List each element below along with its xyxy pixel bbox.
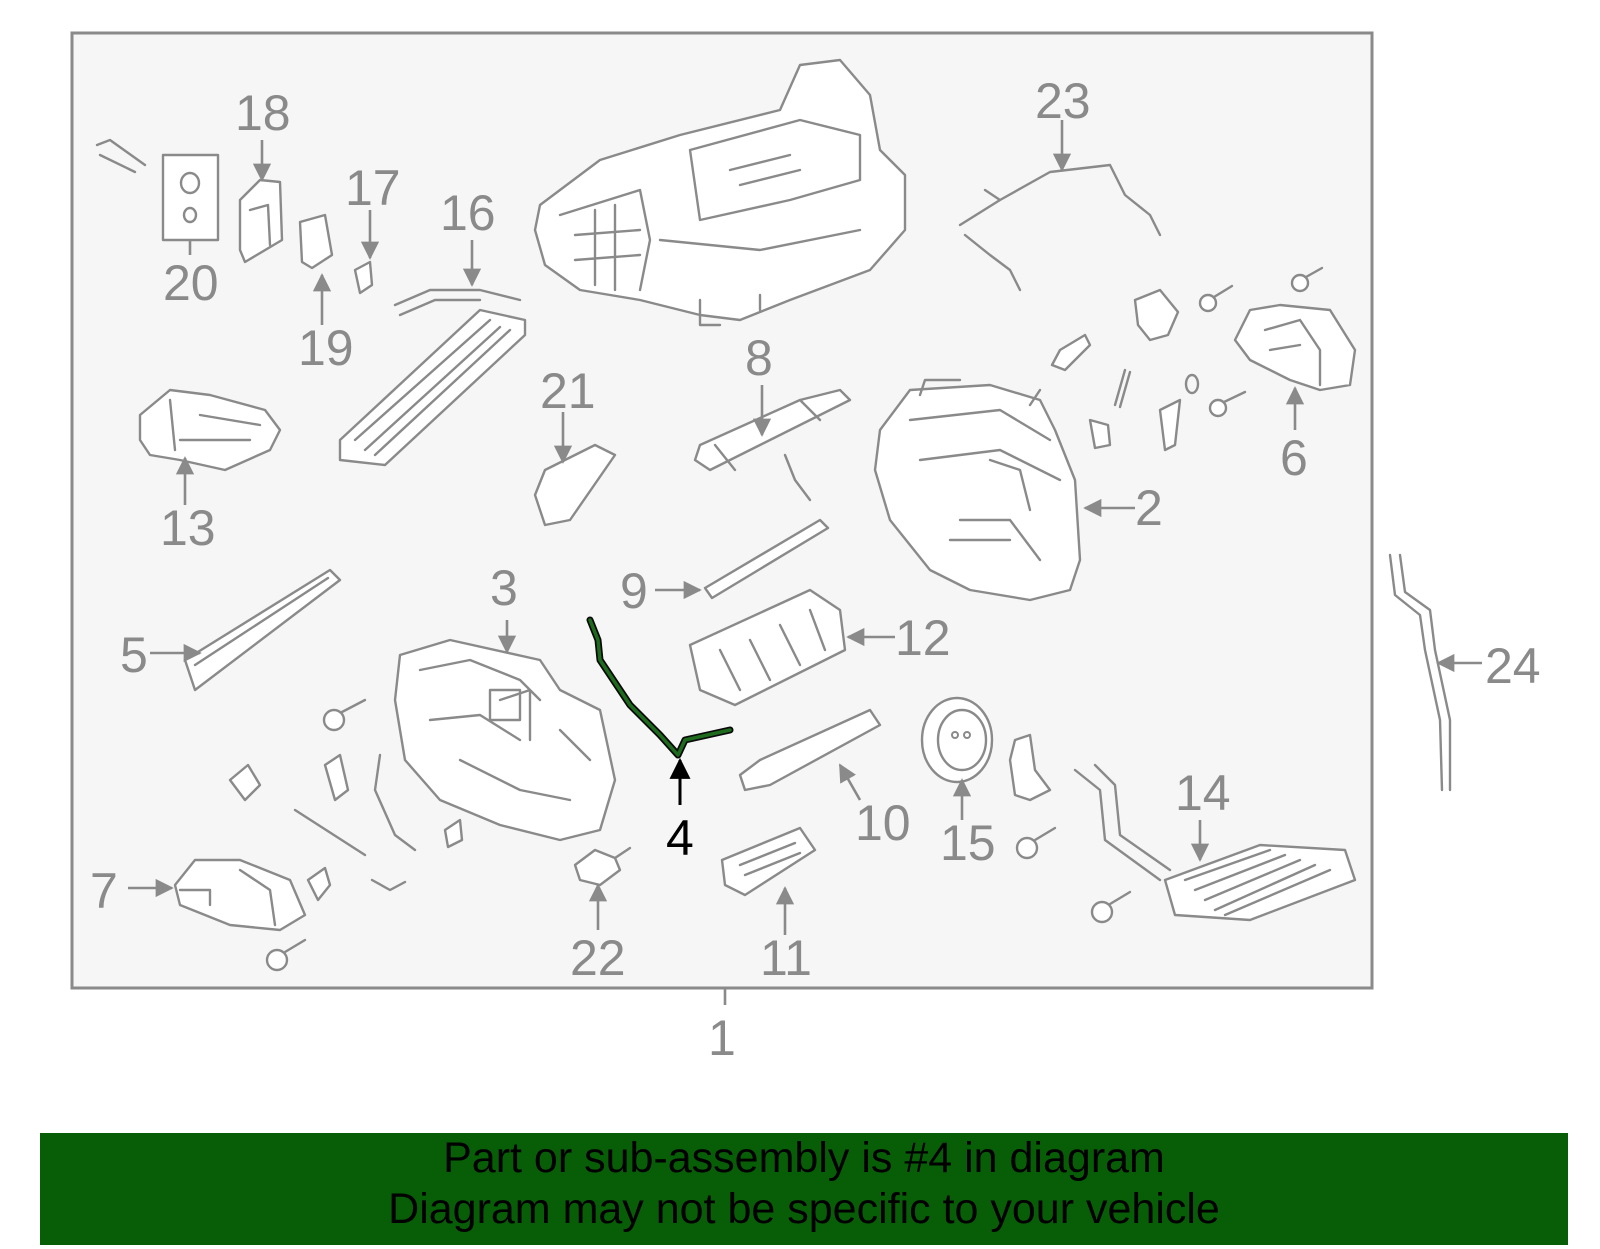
callout-15[interactable]: 15 xyxy=(940,815,996,871)
part-12-cover xyxy=(688,588,847,707)
callout-21[interactable]: 21 xyxy=(540,363,596,419)
callout-11[interactable]: 11 xyxy=(760,930,812,986)
callout-2[interactable]: 2 xyxy=(1135,480,1163,536)
part-9-seal xyxy=(703,518,830,600)
callout-8[interactable]: 8 xyxy=(745,330,773,386)
misc-fasteners xyxy=(228,266,1324,972)
callout-10[interactable]: 10 xyxy=(855,795,911,851)
callout-18[interactable]: 18 xyxy=(235,85,291,141)
part-11-vent xyxy=(720,826,817,897)
hvac-housing xyxy=(533,58,907,327)
callout-12[interactable]: 12 xyxy=(895,610,951,666)
callout-13[interactable]: 13 xyxy=(160,500,216,556)
banner-line-2: Diagram may not be specific to your vehi… xyxy=(388,1185,1220,1233)
callout-1[interactable]: 1 xyxy=(708,1010,736,1066)
banner-line-1: Part or sub-assembly is #4 in diagram xyxy=(443,1134,1165,1182)
part-17-clip xyxy=(353,260,374,295)
part-7-actuator xyxy=(173,858,307,932)
callout-17[interactable]: 17 xyxy=(345,160,401,216)
part-15-blower-motor xyxy=(920,696,994,784)
part-19-expansion-valve xyxy=(298,213,334,270)
part-21-duct xyxy=(533,443,617,527)
part-24-drain-hose xyxy=(1388,553,1452,792)
part-2-evaporator-case xyxy=(873,378,1082,602)
callout-19[interactable]: 19 xyxy=(298,320,354,376)
part-5-filter xyxy=(183,568,342,692)
callout-23[interactable]: 23 xyxy=(1035,73,1091,129)
callout-4[interactable]: 4 xyxy=(666,810,694,866)
callout-20[interactable]: 20 xyxy=(163,255,219,311)
callout-14[interactable]: 14 xyxy=(1175,765,1231,821)
callout-5[interactable]: 5 xyxy=(120,627,148,683)
part-13-duct xyxy=(138,388,282,472)
part-22-sensor xyxy=(573,846,632,887)
info-banner: Part or sub-assembly is #4 in diagram Di… xyxy=(40,1133,1568,1245)
callout-9[interactable]: 9 xyxy=(620,563,648,619)
callout-24[interactable]: 24 xyxy=(1485,638,1541,694)
part-14-heater-core xyxy=(1073,763,1357,922)
parts-diagram: 1 2 3 4 5 6 xyxy=(70,31,1541,1066)
callout-3[interactable]: 3 xyxy=(490,560,518,616)
part-10-bracket xyxy=(738,708,882,792)
part-6-actuator xyxy=(1233,303,1357,392)
callout-7[interactable]: 7 xyxy=(90,863,118,919)
part-8-bracket xyxy=(693,388,852,472)
part-3-blower-case xyxy=(393,638,617,842)
callout-16[interactable]: 16 xyxy=(440,185,496,241)
callout-22[interactable]: 22 xyxy=(570,930,626,986)
part-23-harness xyxy=(958,163,1162,292)
part-4-highlighted[interactable] xyxy=(586,616,734,759)
part-16-evaporator xyxy=(338,288,527,467)
callout-6[interactable]: 6 xyxy=(1280,430,1308,486)
